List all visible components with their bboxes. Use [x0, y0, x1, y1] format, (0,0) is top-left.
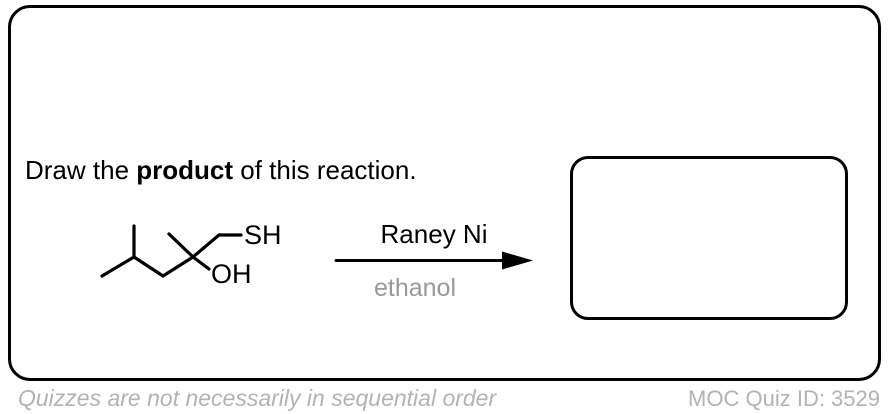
answer-drawing-area[interactable] [570, 156, 848, 320]
prompt-prefix: Draw the [25, 155, 137, 185]
footer-quiz-id: MOC Quiz ID: 3529 [688, 386, 880, 411]
question-prompt: Draw the product of this reaction. [25, 157, 417, 183]
prompt-bold-word: product [136, 155, 234, 185]
prompt-suffix: of this reaction. [233, 155, 417, 185]
footer-note: Quizzes are not necessarily in sequentia… [18, 385, 497, 411]
